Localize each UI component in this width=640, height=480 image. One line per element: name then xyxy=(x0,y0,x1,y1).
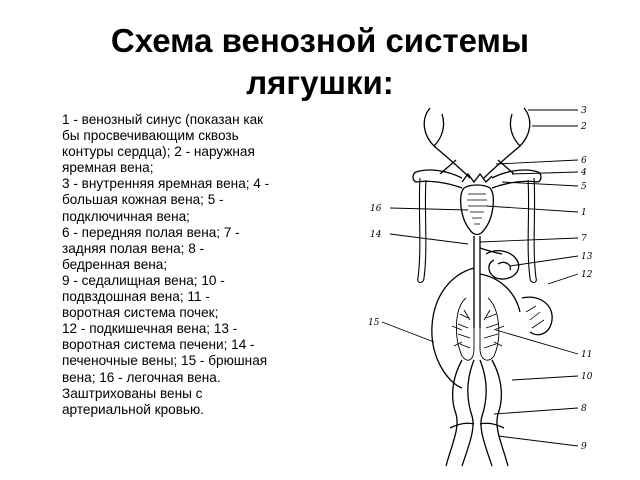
renal-portal-system xyxy=(451,297,505,361)
label-11: 11 xyxy=(581,350,592,360)
legend-line: 9 - седалищная вена; 10 - xyxy=(62,272,225,288)
label-10: 10 xyxy=(581,372,593,382)
diagram-number-labels: 3 2 6 4 5 1 7 13 12 11 10 8 9 16 14 15 xyxy=(368,106,593,452)
label-12: 12 xyxy=(581,270,593,280)
legend-line: большая кожная вена; 5 - xyxy=(62,192,224,208)
label-4: 4 xyxy=(580,168,587,178)
legend-line: 3 - внутренняя яремная вена; 4 - xyxy=(62,176,270,192)
legend-line: подключичная вена; xyxy=(62,208,190,224)
legend-line: 12 - подкишечная вена; 13 - xyxy=(62,321,238,337)
head-veins xyxy=(423,107,531,179)
legend-line: воротная система печени; 14 - xyxy=(62,337,255,353)
heart-sinus xyxy=(459,172,495,236)
legend-line: бедренная вена; xyxy=(62,256,168,272)
hind-limb-veins xyxy=(445,359,509,467)
title-line-1: Схема венозной системы xyxy=(110,22,530,59)
legend-line: бы просвечивающим сквозь xyxy=(62,128,239,144)
legend-line: яремная вена; xyxy=(62,160,154,176)
legend-line: задняя полая вена; 8 - xyxy=(62,240,205,256)
abdominal-vein xyxy=(431,267,521,389)
label-8: 8 xyxy=(581,404,587,414)
legend-text: 1 - венозный синус (показан как бы просв… xyxy=(62,112,324,418)
legend-line: 6 - передняя полая вена; 7 - xyxy=(62,224,240,240)
subclavian-veins xyxy=(412,169,542,189)
label-3: 3 xyxy=(581,106,587,116)
label-5: 5 xyxy=(581,182,587,192)
lateral-cutaneous-veins xyxy=(417,177,537,284)
legend-line: подвздошная вена; 11 - xyxy=(62,289,210,305)
label-14: 14 xyxy=(370,230,382,240)
legend-line: Заштрихованы вены с xyxy=(62,385,203,401)
label-7: 7 xyxy=(581,234,587,244)
label-9: 9 xyxy=(581,442,587,452)
label-16: 16 xyxy=(370,204,382,214)
legend-line: контуры сердца); 2 - наружная xyxy=(62,144,255,160)
slide-title: Схема венозной системы лягушки: xyxy=(40,20,600,104)
liver-portal-system xyxy=(485,250,520,280)
intestinal-vein xyxy=(521,296,553,336)
label-13: 13 xyxy=(581,252,593,262)
venous-system-diagram: 3 2 6 4 5 1 7 13 12 11 10 8 9 16 14 15 xyxy=(368,106,593,467)
label-1: 1 xyxy=(581,208,587,218)
legend-line: артериальной кровью. xyxy=(62,401,204,417)
title-line-2: лягушки: xyxy=(246,64,394,101)
label-15: 15 xyxy=(368,318,380,328)
label-2: 2 xyxy=(580,122,587,132)
legend-line: печеночные вены; 15 - брюшная xyxy=(62,353,268,369)
leader-lines xyxy=(381,109,579,447)
label-6: 6 xyxy=(581,156,587,166)
legend-line: вена; 16 - легочная вена. xyxy=(62,369,221,385)
legend-line: 1 - венозный синус (показан как xyxy=(62,112,264,127)
legend-line: воротная система почек; xyxy=(62,305,219,321)
